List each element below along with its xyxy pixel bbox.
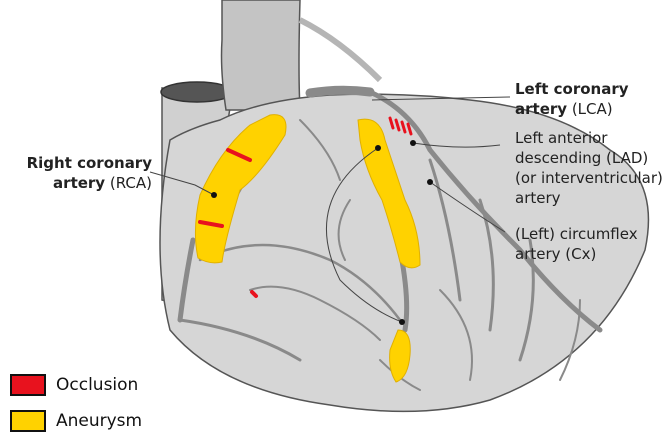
lad-label: Left anterior descending (LAD) (or inter…: [515, 129, 663, 207]
lca-occlusion-hatch: [388, 116, 413, 136]
lca-label: Left coronary artery (LCA): [515, 80, 629, 118]
lad-aneurysm-upper: [357, 118, 421, 269]
lad-aneurysm-lower: [389, 329, 411, 383]
occlusion-legend-label: Occlusion: [56, 375, 139, 395]
branch-occlusion: [250, 290, 258, 298]
legend-aneurysm: Aneurysm: [10, 410, 142, 432]
coronary-branches: [177, 85, 603, 391]
aorta: [220, 0, 383, 111]
aneurysm-swatch: [10, 410, 46, 432]
occlusion-swatch: [10, 374, 46, 396]
cx-label: (Left) circumflex artery (Cx): [515, 225, 638, 263]
rca-occlusion-upper: [226, 148, 252, 162]
occlusion-marks: [198, 116, 413, 298]
leader-dots: [211, 140, 433, 325]
legend-occlusion: Occlusion: [10, 374, 138, 396]
aneurysm-legend-label: Aneurysm: [56, 411, 143, 431]
rca-occlusion-lower: [198, 220, 224, 228]
rca-label: Right coronary artery (RCA): [26, 154, 152, 192]
leader-lines: [149, 96, 511, 323]
